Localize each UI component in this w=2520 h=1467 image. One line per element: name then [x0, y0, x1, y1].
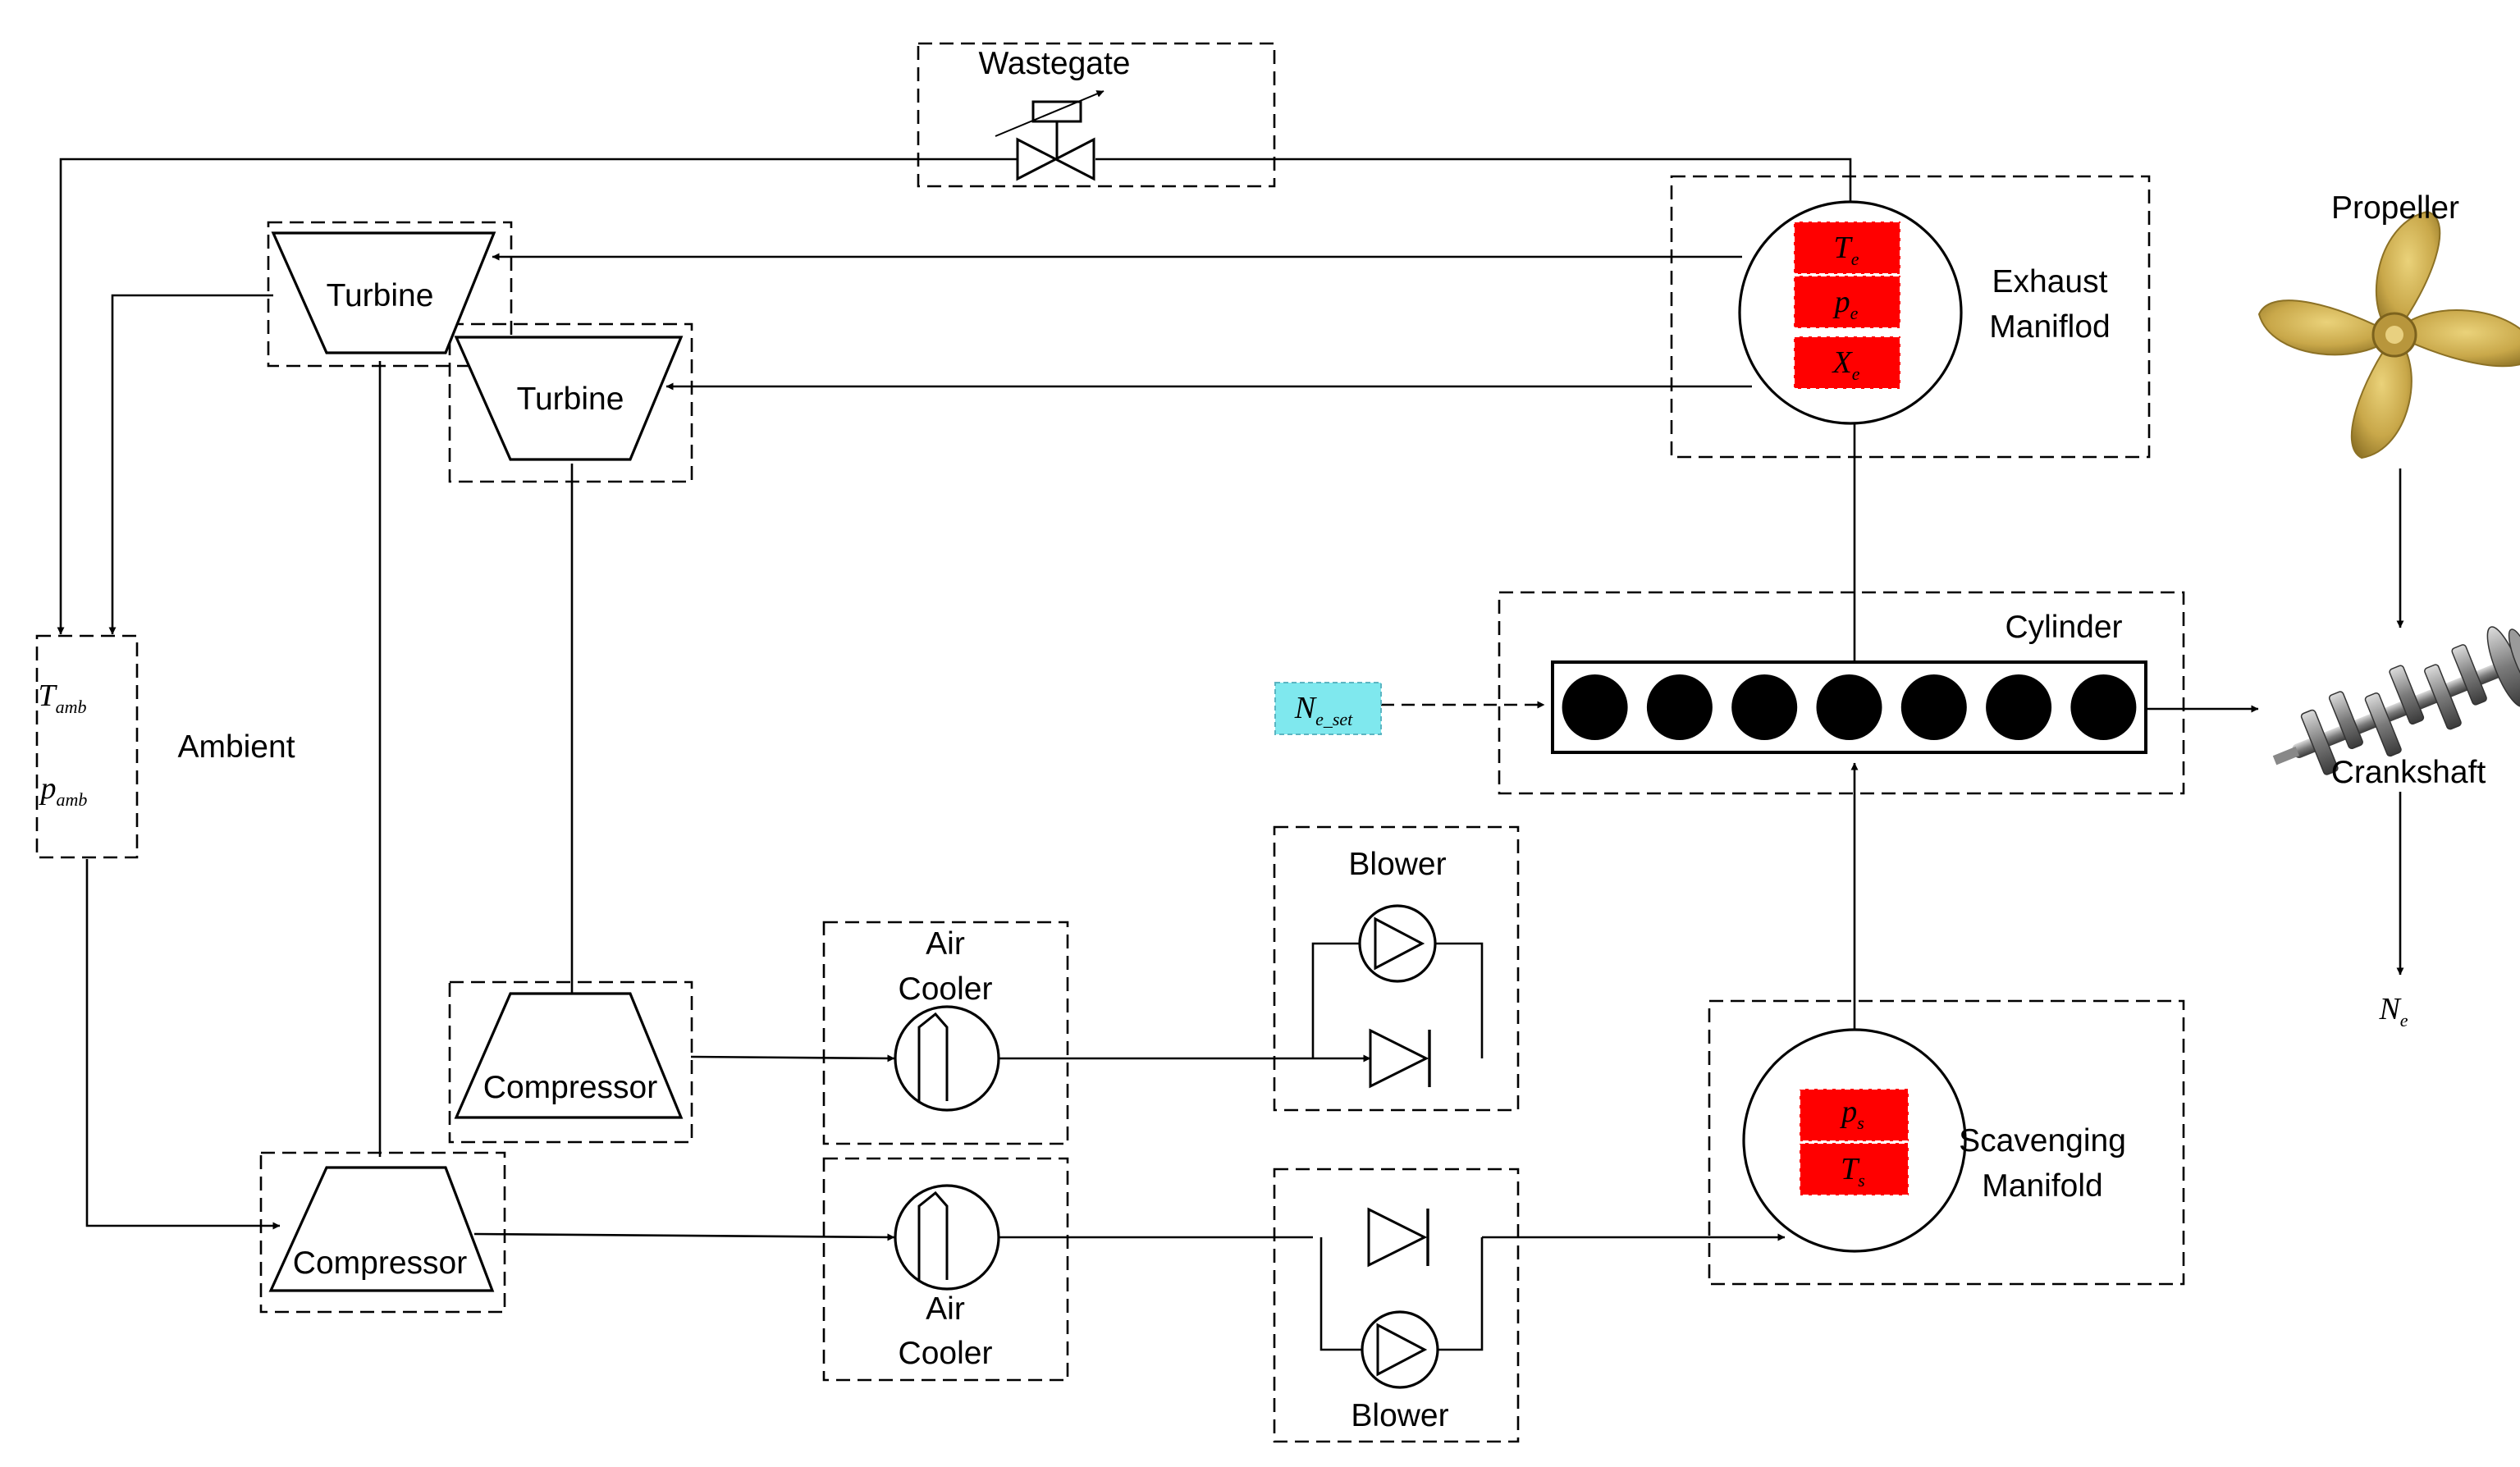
exhaust-pressure-symbol: pe [1832, 285, 1859, 323]
diode-icon [1367, 1207, 1429, 1268]
scavenging-manifold-label-2: Manifold [1982, 1168, 2102, 1204]
compressor-lower-label: Compressor [293, 1245, 467, 1281]
speed-setpoint-symbol: Ne_set [1294, 691, 1353, 729]
compressor-upper-shape [454, 992, 684, 1119]
exhaust-composition-symbol: Xe [1832, 345, 1860, 384]
crankshaft-icon [2272, 626, 2520, 775]
ambient-label: Ambient [177, 729, 295, 765]
exhaust-composition-box [1793, 336, 1901, 390]
ambient-to-compressor-line [85, 859, 281, 1230]
air-cooler-upper-label-1: Air [926, 926, 965, 962]
crankshaft-label: Crankshaft [2331, 755, 2486, 790]
cylinder-6 [1986, 674, 2052, 740]
compressor-lower-shape [268, 1166, 495, 1292]
cylinder-row [1562, 674, 2137, 740]
wastegate-box [917, 42, 1276, 188]
compressor-lower-to-cooler-line [473, 1232, 895, 1241]
exhaust-temperature-symbol: Te [1834, 231, 1859, 269]
blower-lower-label: Blower [1351, 1398, 1448, 1433]
wastegate-label: Wastegate [979, 46, 1131, 81]
scavenging-temperature-symbol: Ts [1841, 1152, 1865, 1191]
valve-icon [995, 90, 1105, 181]
exhaust-manifold-box [1670, 175, 2151, 459]
cylinder-1 [1562, 674, 1628, 740]
air-cooler-lower-label-2: Cooler [899, 1336, 993, 1371]
ambient-pressure-symbol: pamb [39, 771, 88, 810]
compressor-lower-box [259, 1151, 506, 1314]
turbine-upper-shape [271, 231, 496, 354]
wastegate-bypass-line-left [57, 158, 1018, 635]
air-cooler-lower-box [822, 1157, 1069, 1382]
heat-exchanger-icon [894, 1184, 1000, 1291]
ambient-box [35, 634, 139, 859]
engine-speed-symbol: Ne [2378, 992, 2408, 1031]
scavenging-pressure-symbol: ps [1839, 1095, 1864, 1133]
turbine-lower-shape [454, 336, 684, 461]
turbine-upper-exhaust-line [108, 294, 273, 635]
turbine-upper-label: Turbine [327, 278, 434, 313]
scavenging-manifold-label-1: Scavenging [1959, 1123, 2126, 1159]
propeller-label: Propeller [2331, 190, 2459, 226]
cylinder-3 [1731, 674, 1798, 740]
cylinder-5 [1900, 674, 1967, 740]
air-cooler-upper-box [822, 921, 1069, 1145]
propeller-icon [2257, 210, 2520, 459]
exhaust-pressure-box [1793, 275, 1901, 329]
scavenging-pressure-box [1799, 1088, 1909, 1142]
cylinder-label: Cylinder [2005, 610, 2122, 645]
blower-upper-box [1273, 825, 1520, 1112]
turbine-lower-box [448, 322, 693, 483]
diode-icon [1369, 1028, 1431, 1089]
wastegate-bypass-line-right [1095, 158, 1852, 220]
blower-upper-label: Blower [1348, 847, 1446, 882]
speed-setpoint-box [1274, 682, 1382, 735]
exhaust-manifold-label-2: Maniflod [1989, 309, 2110, 345]
cylinder-7 [2070, 674, 2137, 740]
ambient-temperature-symbol: Tamb [38, 679, 86, 717]
air-cooler-lower-label-1: Air [926, 1291, 965, 1327]
heat-exchanger-icon [894, 1005, 1000, 1112]
cylinder-2 [1646, 674, 1713, 740]
compressor-upper-label: Compressor [483, 1070, 657, 1105]
cylinder-box [1498, 591, 2185, 795]
cylinder-4 [1816, 674, 1882, 740]
air-cooler-upper-label-2: Cooler [899, 971, 993, 1007]
pump-icon [1361, 1310, 1439, 1389]
blower-lower-box [1273, 1168, 1520, 1443]
turbine-lower-label: Turbine [517, 382, 624, 417]
compressor-upper-to-cooler-line [690, 1054, 895, 1063]
pump-icon [1358, 904, 1437, 983]
exhaust-manifold-label-1: Exhaust [1992, 264, 2108, 299]
exhaust-temperature-box [1793, 221, 1901, 275]
scavenging-temperature-box [1799, 1142, 1909, 1196]
scavenging-manifold-box [1708, 999, 2185, 1286]
compressor-upper-box [448, 980, 693, 1144]
